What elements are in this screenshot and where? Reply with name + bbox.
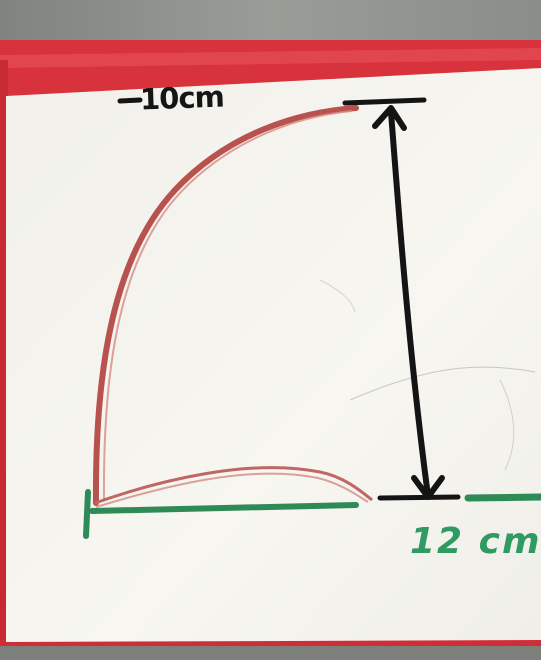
red-base-hump-2 (95, 472, 369, 508)
height-arrow-shaft (388, 109, 431, 499)
red-curve-arc (92, 105, 359, 506)
bottom-tick (377, 494, 461, 501)
baseline-left-tick (83, 489, 91, 539)
arrow-head-top (372, 105, 407, 131)
board-frame-highlight (0, 48, 541, 68)
label-dash (117, 97, 143, 104)
base-label: 12 cm (410, 521, 541, 562)
board-frame-left (0, 60, 8, 640)
red-base-hump (94, 466, 373, 505)
red-curve-arc-inner (102, 110, 353, 501)
faint-mark-2 (499, 379, 515, 471)
top-tick (342, 97, 427, 106)
baseline (89, 502, 359, 514)
faint-mark (349, 366, 536, 401)
baseline-extension (464, 493, 541, 502)
faint-mark-3 (319, 279, 356, 313)
height-label: 10cm (139, 79, 225, 117)
